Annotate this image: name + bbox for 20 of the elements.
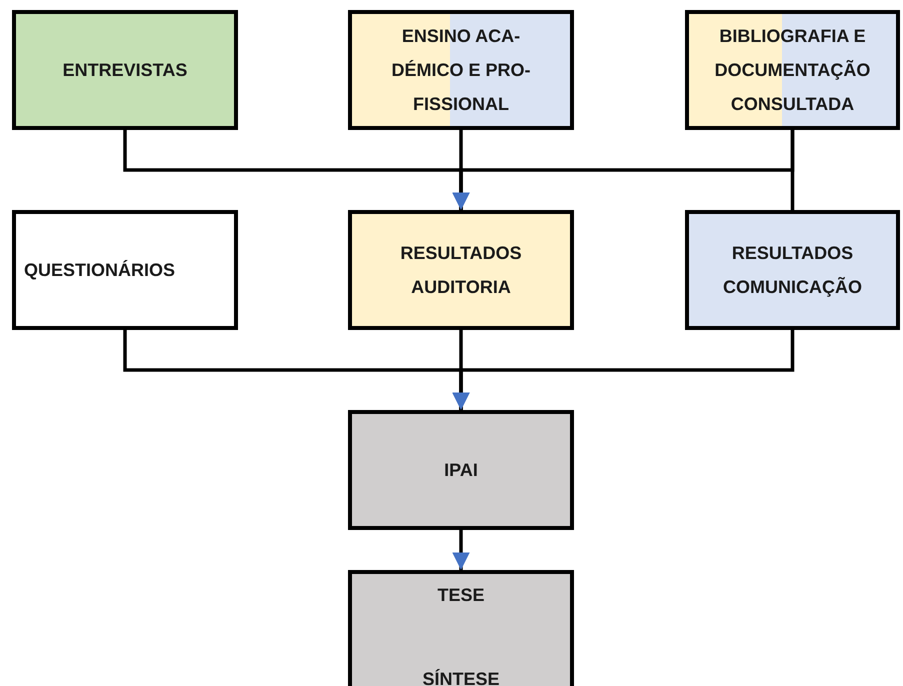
connector-line bbox=[452, 330, 794, 410]
box-label: ENSINO ACA- DÉMICO E PRO- FISSIONAL bbox=[390, 25, 532, 116]
connector-line bbox=[452, 530, 470, 570]
process-box bbox=[348, 410, 574, 530]
box-label: SÍNTESE bbox=[422, 668, 500, 686]
process-box bbox=[348, 570, 574, 686]
box-label: IPAI bbox=[444, 459, 478, 482]
process-box bbox=[348, 10, 574, 130]
connector-line bbox=[790, 130, 794, 210]
process-box bbox=[12, 210, 238, 330]
process-box bbox=[348, 210, 574, 330]
process-box bbox=[685, 10, 900, 130]
box-label: TESE bbox=[437, 584, 484, 607]
box-label: BIBLIOGRAFIA E DOCUMENTAÇÃO CONSULTADA bbox=[714, 25, 872, 116]
process-box bbox=[12, 10, 238, 130]
box-label: QUESTIONÁRIOS bbox=[24, 259, 176, 282]
box-label: RESULTADOS AUDITORIA bbox=[399, 242, 523, 299]
box-label: RESULTADOS COMUNICAÇÃO bbox=[722, 242, 863, 299]
box-label: ENTREVISTAS bbox=[62, 59, 188, 82]
process-box bbox=[685, 210, 900, 330]
